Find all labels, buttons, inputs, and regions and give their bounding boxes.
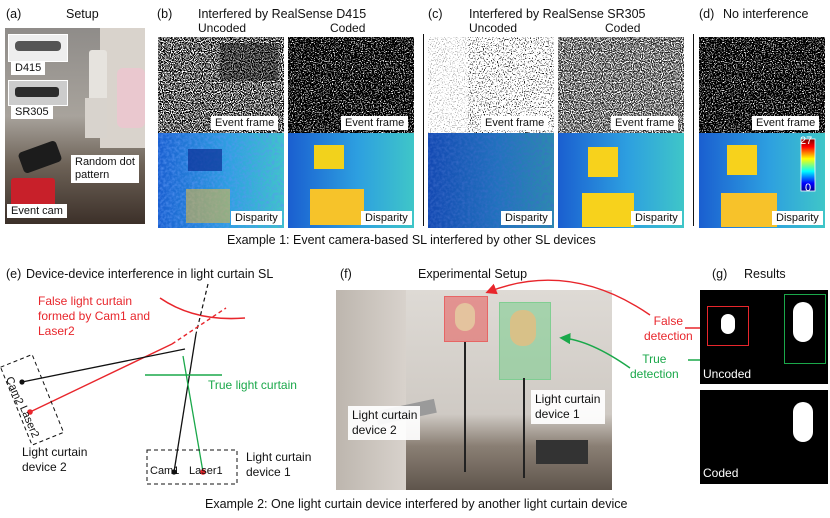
uncoded-result-label: Uncoded (703, 367, 752, 381)
disparity-tag-d: Disparity (772, 211, 823, 225)
sr305-label: SR305 (11, 105, 53, 119)
panel-c-coded: Coded (605, 21, 641, 35)
laser2-ray (29, 343, 173, 413)
sr305-inset (8, 80, 68, 106)
laser1-label: Laser1 (189, 465, 223, 477)
event-frame-tag-c1: Event frame (481, 116, 549, 130)
event-cam-label: Event cam (7, 204, 67, 218)
d415-inset (8, 34, 68, 62)
event-frame-tag-c2: Event frame (611, 116, 679, 130)
device2-caption: Light curtain device 2 (22, 445, 88, 474)
panel-f-label: (f) (340, 267, 352, 281)
caption-example-1: Example 1: Event camera-based SL interfe… (227, 233, 596, 247)
event-frame-tag-b1: Event frame (211, 116, 279, 130)
panel-g-title: Results (744, 267, 786, 281)
result-coded: Coded (700, 390, 828, 484)
disparity-tag-c2: Disparity (631, 211, 682, 225)
cam1-ray (173, 333, 197, 473)
setup-photo: D415 SR305 Random dot pattern Event cam (5, 28, 145, 224)
false-detection-result-box (707, 306, 749, 346)
random-dot-label: Random dot pattern (71, 155, 139, 183)
disparity-tag-b2: Disparity (361, 211, 412, 225)
panel-c-uncoded: Uncoded (469, 21, 518, 35)
laser1-ray (182, 355, 204, 473)
experimental-photo: Light curtain device 2 Light curtain dev… (336, 290, 612, 490)
caption-example-2: Example 2: One light curtain device inte… (205, 497, 628, 511)
false-detection-label: False detection (644, 314, 693, 343)
coded-result-label: Coded (703, 466, 739, 480)
photo-device1-label: Light curtain device 1 (531, 390, 605, 424)
cam1-label: Cam1 (150, 465, 180, 477)
panel-a-label: (a) (6, 7, 22, 21)
disparity-c-uncoded (428, 133, 554, 228)
separator-cd (693, 34, 694, 226)
event-frame-b-uncoded (158, 37, 284, 133)
disparity-tag-b1: Disparity (231, 211, 282, 225)
colorbar-min: 0 (805, 182, 812, 194)
false-curtain-label: False light curtain formed by Cam1 and L… (38, 294, 151, 338)
result-uncoded: Uncoded (700, 290, 828, 384)
d415-label: D415 (11, 61, 46, 75)
event-frame-tag-d: Event frame (752, 116, 820, 130)
false-curtain-curve (159, 297, 246, 320)
disparity-c-coded (558, 133, 684, 228)
device2-box (0, 353, 65, 446)
device1-caption: Light curtain device 1 (246, 450, 312, 479)
panel-b-uncoded: Uncoded (198, 21, 247, 35)
device1-box (146, 449, 238, 485)
panel-a-title: Setup (66, 7, 99, 21)
panel-b-label: (b) (157, 7, 173, 21)
disparity-tag-c1: Disparity (501, 211, 552, 225)
interference-diagram (0, 283, 246, 485)
true-detection-result-box (784, 294, 826, 364)
panel-c-label: (c) (428, 7, 443, 21)
panel-c-title: Interfered by RealSense SR305 (469, 7, 646, 21)
photo-device2-label: Light curtain device 2 (348, 406, 420, 440)
panel-b-title: Interfered by RealSense D415 (198, 7, 367, 21)
panel-b-coded: Coded (330, 21, 366, 35)
panel-e-label: (e) (6, 267, 22, 281)
panel-g-label: (g) (712, 267, 728, 281)
cam2-ray (21, 348, 186, 383)
event-frame-c-uncoded (428, 37, 554, 133)
event-frame-tag-b2: Event frame (341, 116, 409, 130)
separator-bc (423, 34, 424, 226)
panel-e-title: Device-device interference in light curt… (26, 267, 274, 281)
panel-d-label: (d) (699, 7, 715, 21)
panel-f-title: Experimental Setup (418, 267, 528, 281)
true-curtain-label: True light curtain (208, 378, 297, 392)
true-detection-label: True detection (630, 352, 679, 381)
colorbar (800, 138, 816, 192)
colorbar-max: 27 (800, 135, 813, 147)
panel-d-title: No interference (723, 7, 809, 21)
